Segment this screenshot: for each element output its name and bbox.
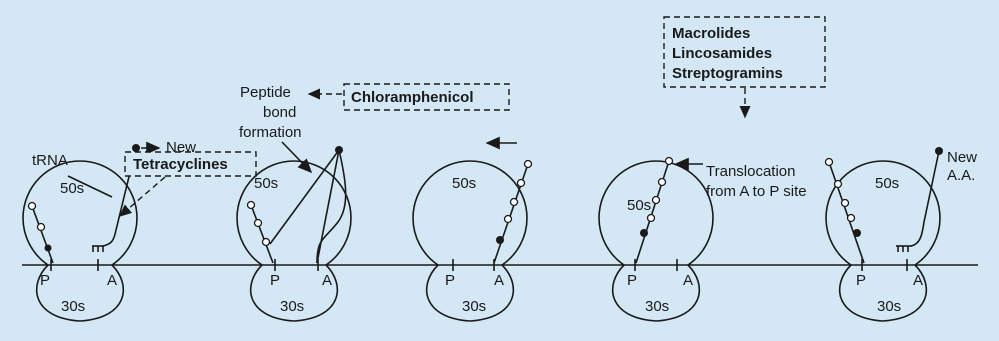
ribosome-1-50s-label: 50s bbox=[60, 180, 84, 197]
peptide-label-line1: Peptide bbox=[240, 84, 291, 101]
peptidyl-trna-5 bbox=[828, 161, 865, 264]
chloramphenicol-box: Chloramphenicol bbox=[307, 83, 510, 111]
ribosome-5: 50s 30s P A New A.A. bbox=[824, 147, 977, 322]
ribosome-4: 50s 30s P A Translocation from A to P si… bbox=[598, 156, 807, 322]
ribosome-3-small-subunit bbox=[425, 264, 515, 322]
peptide-label-line2: bond bbox=[263, 104, 296, 121]
translocation-label-line2: from A to P site bbox=[706, 183, 807, 200]
ribosome-5-small-subunit bbox=[838, 264, 928, 322]
ribosome-3-30s-label: 30s bbox=[462, 298, 486, 315]
ribosome-1-a-site: A bbox=[107, 272, 117, 289]
peptide-chain-2 bbox=[250, 204, 274, 264]
ribosome-2-p-site: P bbox=[270, 272, 280, 289]
ribosome-2-30s-label: 30s bbox=[280, 298, 304, 315]
trna-label: tRNA bbox=[32, 152, 68, 169]
ribosome-3-a-site: A bbox=[494, 272, 504, 289]
ribosome-4-large-subunit bbox=[598, 160, 714, 266]
ribosome-5-large-subunit bbox=[825, 160, 941, 266]
streptogramins-label: Streptogramins bbox=[672, 65, 783, 82]
peptide-label-line3: formation bbox=[239, 124, 302, 141]
ribosome-1-large-subunit bbox=[22, 160, 138, 266]
ribosome-4-50s-label: 50s bbox=[627, 197, 651, 214]
ribosome-2-a-site: A bbox=[322, 272, 332, 289]
ribosome-4-a-site: A bbox=[683, 272, 693, 289]
chloramphenicol-label: Chloramphenicol bbox=[351, 89, 474, 106]
lincosamides-label: Lincosamides bbox=[672, 45, 772, 62]
tetracyclines-box: Tetracyclines bbox=[118, 151, 257, 217]
ribosome-2-small-subunit bbox=[249, 264, 339, 322]
ribosome-3-p-site: P bbox=[445, 272, 455, 289]
new-aa-label-5-line2: A.A. bbox=[947, 167, 975, 184]
translocation-label-line1: Translocation bbox=[706, 163, 796, 180]
ribosome-5-p-site: P bbox=[856, 272, 866, 289]
ribosome-1: 50s 30s P A New A.A. tRNA bbox=[22, 139, 196, 322]
ribosome-2: 50s 30s P A Peptide bond formation bbox=[236, 84, 352, 322]
ribosome-1-small-subunit bbox=[35, 264, 125, 322]
macrolides-label: Macrolides bbox=[672, 25, 750, 42]
ribosome-5-30s-label: 30s bbox=[877, 298, 901, 315]
ribosome-2-50s-label: 50s bbox=[254, 175, 278, 192]
ribosome-3-large-subunit bbox=[412, 160, 528, 266]
peptidyl-trna-4 bbox=[635, 160, 670, 264]
aminoacyl-trna-5 bbox=[910, 150, 940, 247]
ribosome-5-a-site: A bbox=[913, 272, 923, 289]
tetracyclines-label: Tetracyclines bbox=[133, 156, 228, 173]
ribosome-1-p-site: P bbox=[40, 272, 50, 289]
ribosome-2-large-subunit bbox=[236, 160, 352, 266]
new-aa-label-5-line1: New bbox=[947, 149, 977, 166]
peptide-chain bbox=[31, 205, 54, 264]
ribosome-3: 50s 30s P A bbox=[412, 136, 533, 322]
aminoacyl-trna bbox=[102, 147, 137, 247]
ribosome-4-30s-label: 30s bbox=[645, 298, 669, 315]
ribosome-4-small-subunit bbox=[611, 264, 701, 322]
ribosome-3-50s-label: 50s bbox=[452, 175, 476, 192]
ribosome-1-30s-label: 30s bbox=[61, 298, 85, 315]
ribosome-4-p-site: P bbox=[627, 272, 637, 289]
peptide-bond-site bbox=[335, 146, 343, 154]
macrolides-box: Macrolides Lincosamides Streptogramins bbox=[663, 16, 826, 119]
new-amino-acid bbox=[132, 144, 140, 152]
ribosome-5-50s-label: 50s bbox=[875, 175, 899, 192]
